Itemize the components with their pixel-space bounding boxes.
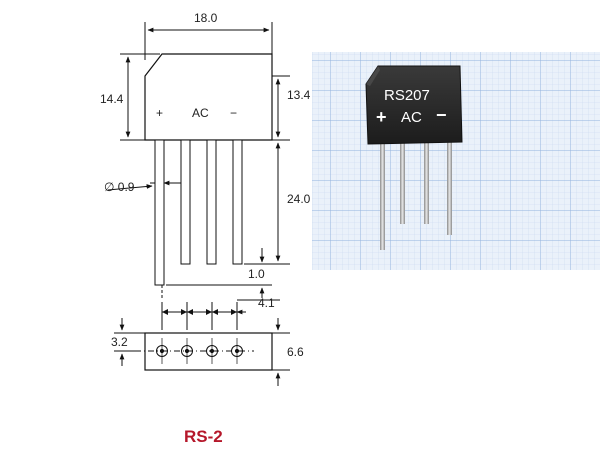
photo-lead-2 — [400, 138, 405, 224]
photo-part-number: RS207 — [384, 87, 430, 104]
lead-3 — [206, 139, 217, 265]
photo-body — [365, 65, 463, 145]
lead-1 — [154, 139, 165, 286]
photo-plus: + — [376, 107, 387, 127]
component-photo — [312, 52, 600, 270]
mark-minus: − — [230, 106, 237, 120]
pitch-label: 4.1 — [258, 296, 275, 310]
lead-end-label: 1.0 — [248, 267, 265, 281]
lead-4 — [232, 139, 243, 265]
body-height-label: 13.4 — [287, 88, 311, 102]
offset-label: 3.2 — [111, 335, 128, 349]
photo-ac: AC — [401, 109, 422, 126]
photo-minus: − — [436, 105, 447, 125]
photo-lead-4 — [447, 138, 452, 235]
bridge-body-outline — [144, 53, 273, 141]
photo-lead-1 — [380, 138, 385, 250]
lead-diameter-label: ∅ 0.9 — [104, 180, 135, 194]
lead-holes — [156, 338, 243, 364]
lead-length-label: 24.0 — [287, 192, 311, 206]
mark-plus: + — [156, 106, 163, 120]
photo-lead-3 — [424, 138, 429, 224]
height-label: 14.4 — [100, 92, 124, 106]
bottom-view — [114, 285, 290, 386]
mark-ac: AC — [192, 106, 209, 120]
package-title: RS-2 — [184, 427, 223, 446]
lead-2 — [180, 139, 191, 265]
width-label: 18.0 — [194, 11, 218, 25]
front-view — [107, 22, 290, 298]
depth-label: 6.6 — [287, 345, 304, 359]
